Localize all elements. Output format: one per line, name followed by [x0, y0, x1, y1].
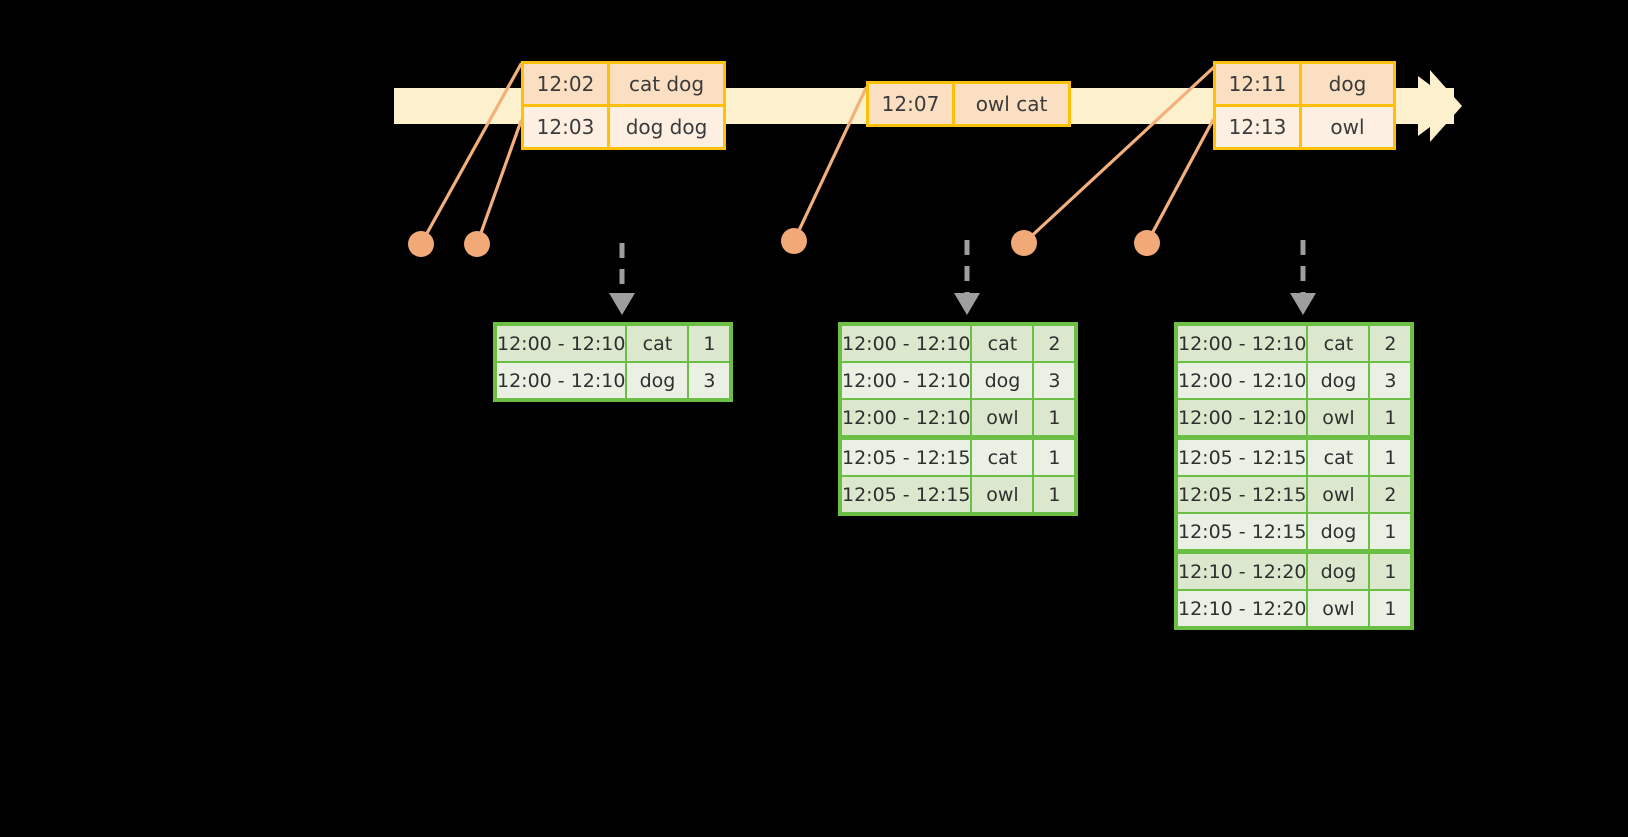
cell-window: 12:00 - 12:10 — [1178, 326, 1307, 361]
cell-count: 1 — [1370, 400, 1411, 435]
event-time: 12:02 — [524, 64, 610, 104]
connector-line-3 — [792, 86, 868, 243]
cell-key: cat — [1308, 326, 1369, 361]
cell-count: 1 — [1370, 591, 1411, 626]
cell-count: 1 — [1034, 477, 1075, 512]
event-row[interactable]: 12:13 owl — [1216, 104, 1393, 147]
cell-count: 2 — [1034, 326, 1075, 361]
event-time: 12:07 — [869, 84, 955, 124]
event-row[interactable]: 12:03 dog dog — [524, 104, 723, 147]
cell-window: 12:00 - 12:10 — [497, 363, 626, 398]
event-row[interactable]: 12:07 owl cat — [869, 84, 1068, 124]
cell-window: 12:00 - 12:10 — [842, 326, 971, 361]
cell-key: cat — [627, 326, 688, 361]
cell-window: 12:05 - 12:15 — [842, 440, 971, 475]
event-payload: owl cat — [975, 92, 1048, 116]
cell-window: 12:05 - 12:15 — [1178, 477, 1307, 512]
cell-window: 12:00 - 12:10 — [842, 363, 971, 398]
cell-count: 2 — [1370, 477, 1411, 512]
event-group-1[interactable]: 12:02 cat dog 12:03 dog dog — [521, 61, 726, 150]
connector-line-2 — [475, 119, 523, 246]
cell-key: owl — [1308, 400, 1369, 435]
trigger-dots — [408, 228, 1160, 257]
trigger-dot-1 — [408, 231, 434, 257]
trigger-dot-3 — [781, 228, 807, 254]
trigger-dot-4 — [1011, 230, 1037, 256]
event-payload: owl — [1330, 115, 1365, 139]
cell-count: 1 — [1370, 554, 1411, 589]
cell-key: owl — [972, 477, 1033, 512]
cell-window: 12:00 - 12:10 — [1178, 363, 1307, 398]
cell-window: 12:00 - 12:10 — [1178, 400, 1307, 435]
event-time: 12:13 — [1216, 107, 1302, 147]
cell-count: 1 — [1370, 514, 1411, 549]
cell-count: 1 — [1034, 440, 1075, 475]
trigger-dot-5 — [1134, 230, 1160, 256]
emit-arrows — [609, 240, 1316, 315]
cell-window: 12:10 - 12:20 — [1178, 554, 1307, 589]
emit-arrow-3 — [1290, 240, 1316, 315]
cell-key: dog — [627, 363, 688, 398]
trigger-dot-2 — [464, 231, 490, 257]
cell-key: dog — [1308, 554, 1369, 589]
emit-arrow-2 — [954, 240, 980, 315]
cell-count: 3 — [1034, 363, 1075, 398]
cell-window: 12:05 - 12:15 — [842, 477, 971, 512]
cell-key: dog — [972, 363, 1033, 398]
cell-key: owl — [1308, 591, 1369, 626]
cell-count: 3 — [1370, 363, 1411, 398]
cell-key: owl — [1308, 477, 1369, 512]
event-time: 12:03 — [524, 107, 610, 147]
event-row[interactable]: 12:02 cat dog — [524, 64, 723, 104]
cell-count: 3 — [689, 363, 730, 398]
cell-key: dog — [1308, 363, 1369, 398]
cell-key: cat — [972, 440, 1033, 475]
event-payload: cat dog — [628, 72, 705, 96]
cell-count: 2 — [1370, 326, 1411, 361]
cell-window: 12:05 - 12:15 — [1178, 440, 1307, 475]
event-payload: dog — [1328, 72, 1367, 96]
cell-count: 1 — [1370, 440, 1411, 475]
event-row[interactable]: 12:11 dog — [1216, 64, 1393, 104]
event-time: 12:11 — [1216, 64, 1302, 104]
connector-line-5 — [1145, 118, 1215, 245]
cell-window: 12:05 - 12:15 — [1178, 514, 1307, 549]
cell-window: 12:00 - 12:10 — [497, 326, 626, 361]
cell-key: owl — [972, 400, 1033, 435]
emit-arrow-1 — [609, 243, 635, 315]
event-group-3[interactable]: 12:11 dog 12:13 owl — [1213, 61, 1396, 150]
cell-key: cat — [972, 326, 1033, 361]
cell-count: 1 — [689, 326, 730, 361]
cell-window: 12:10 - 12:20 — [1178, 591, 1307, 626]
connector-line-1 — [419, 62, 523, 246]
cell-key: cat — [1308, 440, 1369, 475]
cell-window: 12:00 - 12:10 — [842, 400, 971, 435]
cell-count: 1 — [1034, 400, 1075, 435]
event-group-2[interactable]: 12:07 owl cat — [866, 81, 1071, 127]
event-payload: dog dog — [625, 115, 708, 139]
cell-key: dog — [1308, 514, 1369, 549]
